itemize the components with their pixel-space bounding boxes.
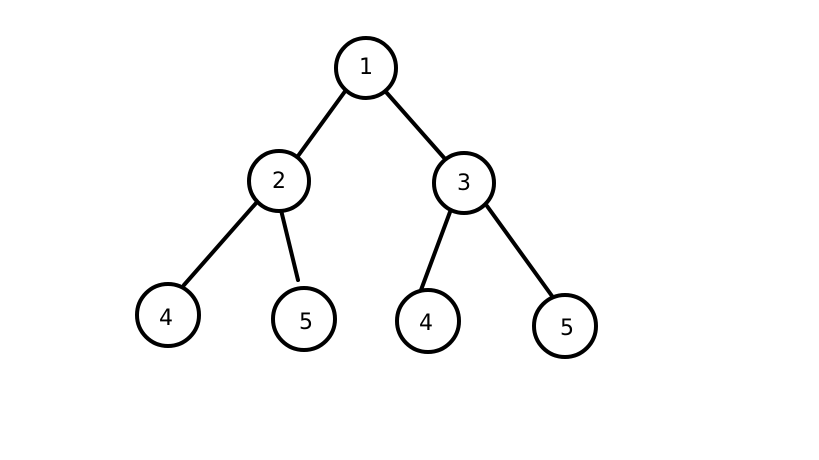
- edge-3-4: [419, 210, 452, 292]
- node-label: 1: [359, 55, 373, 80]
- node-label: 5: [560, 316, 574, 341]
- tree-node: 1: [334, 36, 398, 100]
- node-circle: [247, 149, 311, 213]
- node-circle: [395, 288, 461, 354]
- node-circle: [135, 282, 201, 348]
- tree-node: 4: [135, 282, 201, 348]
- node-label: 3: [457, 171, 471, 196]
- edge-2-5: [279, 208, 300, 282]
- node-circle: [532, 293, 598, 359]
- tree-node: 5: [271, 286, 337, 352]
- edge-1-2: [296, 88, 348, 158]
- edge-1-3: [384, 90, 448, 162]
- node-label: 5: [299, 310, 313, 335]
- nodes-layer: 1 2 3 4 5 4 5: [135, 36, 598, 359]
- edges-layer: [182, 88, 554, 298]
- node-label: 2: [272, 169, 286, 194]
- tree-node: 4: [395, 288, 461, 354]
- tree-node: 2: [247, 149, 311, 213]
- node-circle: [432, 151, 496, 215]
- node-circle: [334, 36, 398, 100]
- edge-2-4: [182, 200, 259, 287]
- edge-3-5: [485, 204, 554, 298]
- node-circle: [271, 286, 337, 352]
- node-label: 4: [419, 311, 433, 336]
- node-label: 4: [159, 306, 173, 331]
- tree-node: 5: [532, 293, 598, 359]
- tree-node: 3: [432, 151, 496, 215]
